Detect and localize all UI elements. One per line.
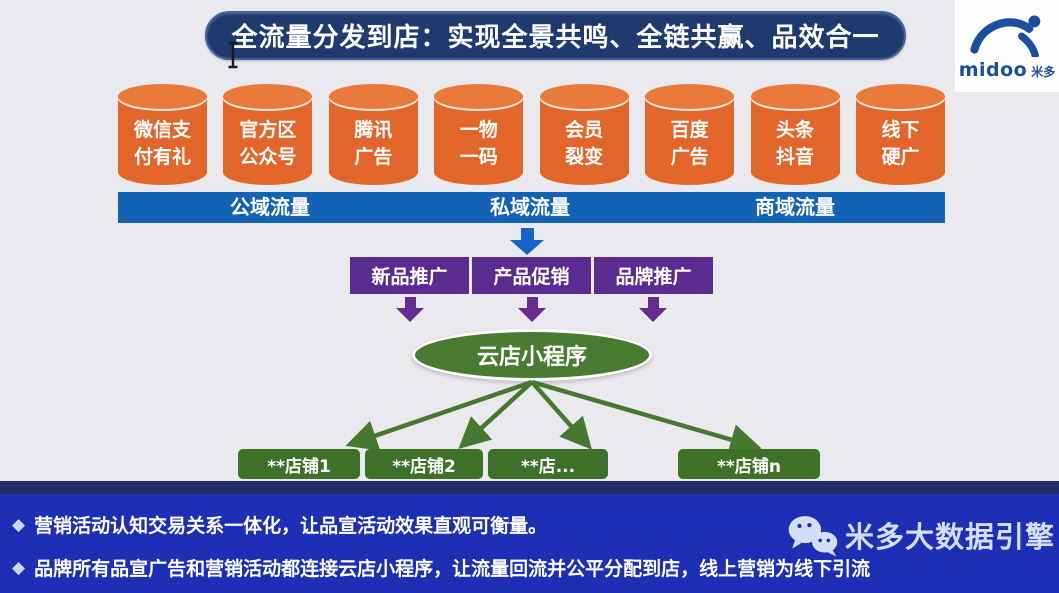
- channel-label: 微信支 付有礼: [133, 119, 191, 168]
- cylinder-top: [434, 84, 524, 109]
- watermark: 米多大数据引擎: [786, 512, 1055, 558]
- channel-cylinder: 百度 广告: [645, 84, 735, 185]
- campaign-box: 产品促销: [472, 257, 591, 294]
- channel-label: 线下 硬广: [881, 119, 920, 168]
- cylinder-body: [539, 96, 629, 185]
- channel-label: 官方区 公众号: [239, 119, 297, 168]
- footer-dark-strip: [0, 481, 1059, 494]
- cylinder-top: [855, 84, 945, 109]
- cylinder-top: [539, 84, 629, 109]
- band-label-private: 私域流量: [490, 195, 570, 219]
- bullet-text: 品牌所有品宣广告和营销活动都连接云店小程序，让流量回流并公平分配到店，线上营销为…: [34, 558, 871, 580]
- title-banner: 全流量分发到店：实现全景共鸣、全链共赢、品效合一: [205, 11, 906, 60]
- footer-bullet: ◆ 营销活动认知交易关系一体化，让品宣活动效果直观可衡量。: [12, 511, 547, 538]
- band-label-commercial: 商域流量: [755, 195, 835, 219]
- channel-cylinder: 头条 抖音: [750, 84, 840, 185]
- footer-band: [0, 494, 1059, 593]
- cylinder-body: [223, 96, 313, 185]
- midoo-figure-icon: [970, 15, 1041, 57]
- cylinder-body: [750, 96, 840, 185]
- cylinder-body: [328, 96, 418, 185]
- logo-cn-name: 米多: [1031, 65, 1056, 79]
- store-box: **店铺1: [238, 449, 360, 479]
- channel-cylinder: 线下 硬广: [855, 84, 945, 185]
- cylinder-top: [223, 84, 313, 109]
- cloud-store-hub: 云店小程序: [412, 329, 652, 381]
- down-arrow-icon: [510, 228, 544, 255]
- midoo-logo: midoo 米多: [955, 0, 1059, 92]
- channel-label: 一物 一码: [459, 119, 498, 168]
- text-ibeam-cursor: [226, 41, 240, 73]
- cylinder-body: [645, 96, 735, 185]
- campaign-box: 新品推广: [350, 257, 469, 294]
- bullet-text: 营销活动认知交易关系一体化，让品宣活动效果直观可衡量。: [34, 515, 548, 537]
- fanout-arrows-icon: [345, 379, 762, 455]
- traffic-band: 公域流量 私域流量 商域流量: [118, 192, 945, 223]
- store-box: **店...: [488, 449, 608, 479]
- cylinder-top: [328, 84, 418, 109]
- cylinder-top: [750, 84, 840, 109]
- down-arrow-icon: [396, 297, 424, 322]
- channel-label: 会员 裂变: [565, 119, 604, 168]
- channel-cylinders-row: 微信支 付有礼 官方区 公众号 腾讯 广告 一物 一码: [118, 84, 945, 185]
- store-box: **店铺2: [365, 449, 483, 479]
- campaign-box: 品牌推广: [594, 257, 713, 294]
- cylinder-body: [855, 96, 945, 185]
- footer-bullet: ◆ 品牌所有品宣广告和营销活动都连接云店小程序，让流量回流并公平分配到店，线上营…: [12, 554, 870, 581]
- campaign-row: 新品推广 产品促销 品牌推广: [350, 257, 713, 294]
- hub-label: 云店小程序: [476, 345, 587, 370]
- cylinder-body: [118, 96, 207, 185]
- wechat-icon: [788, 516, 838, 557]
- diamond-bullet-icon: ◆: [12, 514, 26, 535]
- band-label-public: 公域流量: [230, 195, 310, 219]
- page-title: 全流量分发到店：实现全景共鸣、全链共赢、品效合一: [231, 23, 880, 53]
- channel-cylinder: 会员 裂变: [539, 84, 629, 185]
- channel-label: 百度 广告: [670, 119, 709, 168]
- channel-cylinder: 官方区 公众号: [223, 84, 313, 185]
- down-arrow-icon: [639, 297, 667, 322]
- channel-label: 头条 抖音: [776, 119, 815, 168]
- down-arrow-icon: [518, 297, 546, 322]
- channel-label: 腾讯 广告: [354, 119, 393, 168]
- cylinder-top: [645, 84, 735, 109]
- diamond-bullet-icon: ◆: [12, 557, 26, 578]
- watermark-text: 米多大数据引擎: [845, 520, 1056, 554]
- channel-cylinder: 微信支 付有礼: [118, 84, 207, 185]
- channel-cylinder: 一物 一码: [434, 84, 524, 185]
- cylinder-body: [434, 96, 524, 185]
- store-box: **店铺n: [678, 449, 820, 479]
- channel-cylinder: 腾讯 广告: [328, 84, 418, 185]
- cylinder-top: [118, 84, 207, 109]
- logo-wordmark: midoo: [958, 59, 1028, 81]
